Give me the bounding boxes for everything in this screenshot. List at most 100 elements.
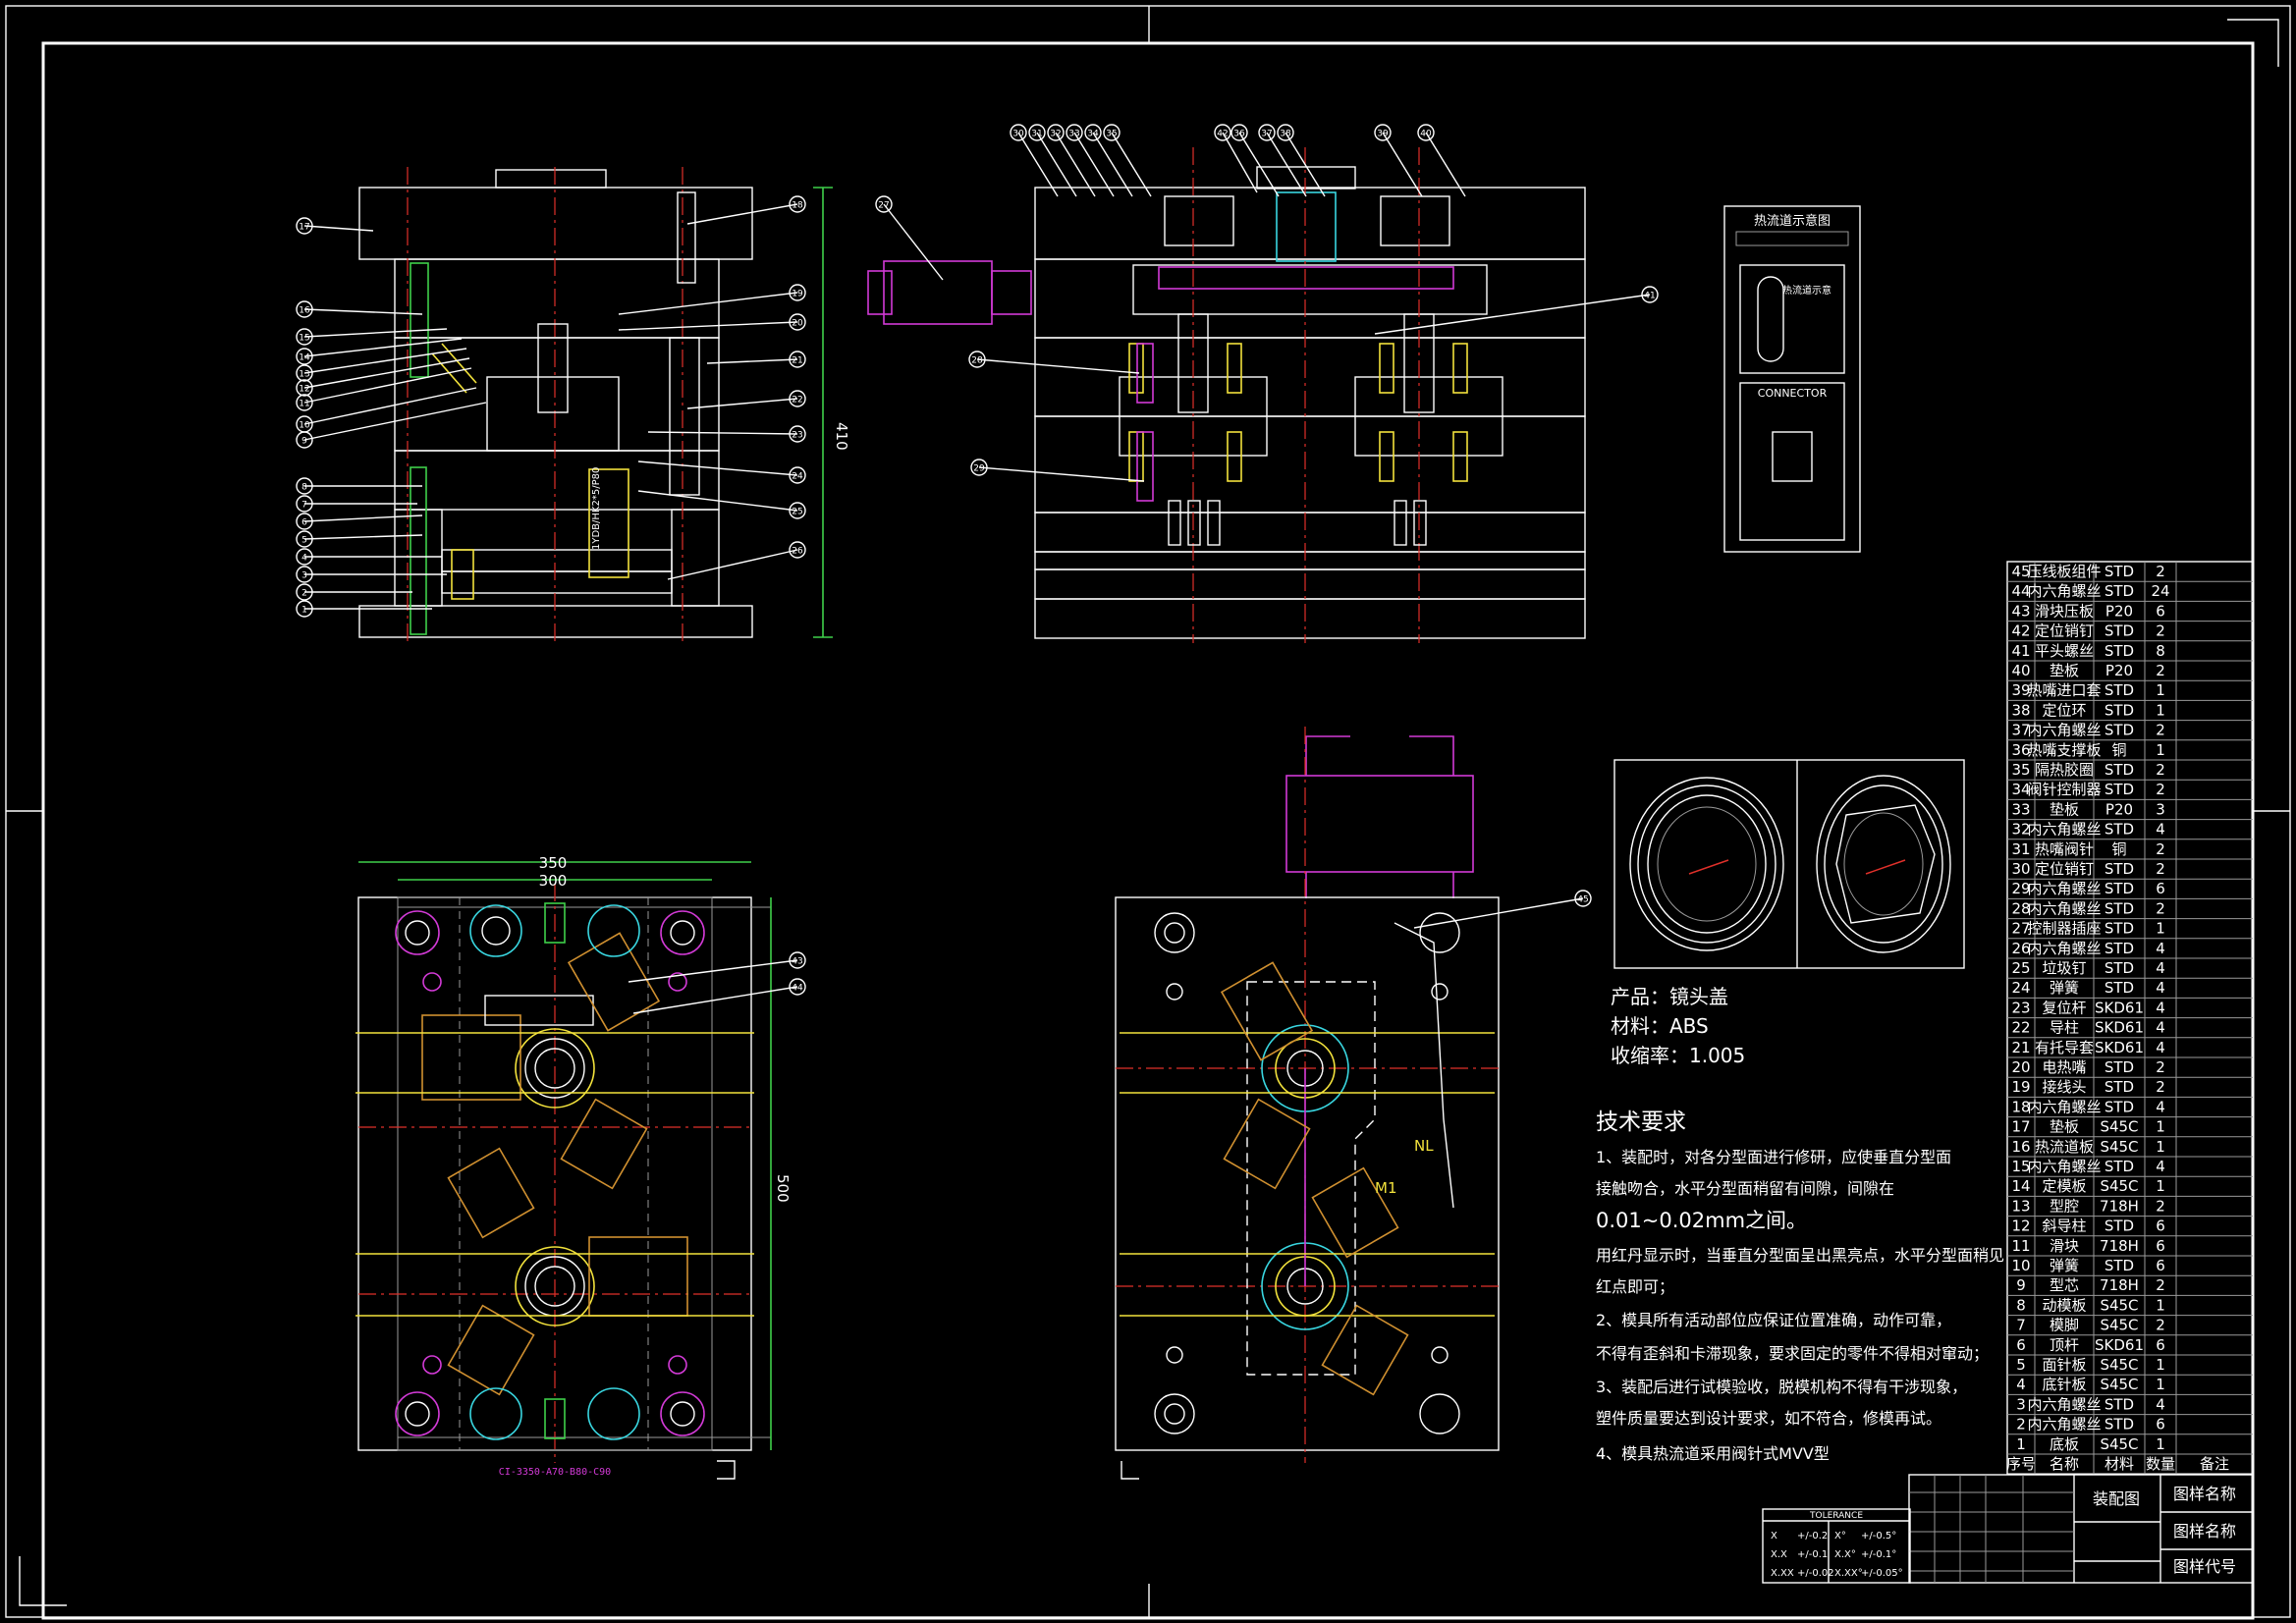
bom-cell: 滑块压板 (2035, 602, 2094, 620)
bom-cell: 26 (2011, 940, 2030, 957)
bom-cell: STD (2105, 1416, 2134, 1434)
bom-cell: STD (2105, 860, 2134, 878)
bom-cell: 6 (2156, 602, 2165, 620)
bom-cell: 内六角螺丝 (2027, 880, 2101, 897)
bom-cell: 33 (2011, 800, 2030, 818)
bom-cell: 1 (2156, 1118, 2165, 1136)
bom-cell: 底板 (2050, 1435, 2079, 1453)
bom-cell: 4 (2156, 1158, 2165, 1175)
product-material: 材料：ABS (1611, 1014, 1709, 1038)
bom-cell: 2 (2156, 840, 2165, 858)
tech-line: 用红丹显示时，当垂直分型面呈出黑亮点，水平分型面稍见 (1596, 1246, 2004, 1265)
balloon-number: 10 (299, 421, 310, 431)
balloon-circle (789, 978, 806, 996)
balloon-circle (1010, 124, 1027, 141)
bom-cell: 底针板 (2042, 1376, 2086, 1393)
bom-cell: 6 (2156, 1336, 2165, 1354)
bom-cell: 27 (2011, 920, 2030, 938)
bom-cell: P20 (2105, 800, 2133, 818)
tech-line: 3、装配后进行试模验收，脱模机构不得有干涉现象， (1596, 1378, 1967, 1396)
tolerance-cell: X.XX (1771, 1568, 1794, 1579)
bom-cell: 内六角螺丝 (2027, 1416, 2101, 1434)
bom-cell: 6 (2156, 1257, 2165, 1274)
balloon-number: 30 (1012, 130, 1024, 139)
balloon-circle (1258, 124, 1276, 141)
bom-cell: P20 (2105, 602, 2133, 620)
bom-cell: 2 (2156, 761, 2165, 779)
bom-cell: 定位销钉 (2035, 860, 2094, 878)
tolerance-title: TOLERANCE (1809, 1511, 1863, 1521)
balloon-circle (296, 431, 313, 449)
tolerance-cell: +/-0.02 (1797, 1568, 1834, 1579)
balloon-circle (296, 495, 313, 513)
bom-cell: 9 (2016, 1276, 2026, 1294)
bom-cell: 2 (2156, 662, 2165, 679)
bom-cell: 21 (2011, 1039, 2030, 1056)
bom-cell: SKD61 (2095, 1336, 2144, 1354)
bom-cell: STD (2105, 681, 2134, 699)
bom-cell: 4 (2156, 999, 2165, 1016)
balloon-number: 35 (1106, 130, 1117, 139)
bom-cell: S45C (2100, 1376, 2138, 1393)
balloon-number: 16 (299, 306, 310, 316)
bom-cell: 18 (2011, 1098, 2030, 1115)
bom-cell: 垫板 (2050, 1118, 2079, 1136)
balloon-number: 21 (792, 356, 802, 366)
bom-cell: 1 (2016, 1435, 2026, 1453)
balloon-circle (296, 583, 313, 601)
bom-cell: 滑块 (2050, 1237, 2079, 1255)
bom-cell: 弹簧 (2050, 979, 2079, 997)
balloons-left: 1716151413121110987654321181920212223242… (296, 195, 806, 618)
bom-cell: 4 (2156, 1019, 2165, 1037)
balloon-circle (296, 513, 313, 530)
bom-cell: 8 (2156, 642, 2165, 660)
bom-cell: 7 (2016, 1317, 2026, 1334)
hotrunner-inner-label: 热流道示意 (1782, 284, 1831, 297)
bom-cell: 3 (2156, 800, 2165, 818)
tolerance-cell: +/-0.5° (1861, 1531, 1896, 1542)
balloon-number: 5 (301, 536, 307, 546)
bom-cell: 30 (2011, 860, 2030, 878)
bom-cell: 5 (2016, 1356, 2026, 1374)
bom-cell: 1 (2156, 701, 2165, 719)
balloon-number: 43 (792, 957, 802, 967)
bom-cell: STD (2105, 563, 2134, 580)
title-block: 装配图 图样名称 图样名称 图样代号 (1908, 1474, 2254, 1584)
balloon-number: 32 (1050, 130, 1061, 139)
tech-line: 接触吻合，水平分型面稍留有间隙，间隙在 (1596, 1179, 1894, 1198)
bom-cell: S45C (2100, 1435, 2138, 1453)
balloon-circle (789, 541, 806, 559)
drawing-name-2: 图样名称 (2173, 1522, 2236, 1541)
balloon-circle (970, 459, 988, 476)
balloon-number: 45 (1577, 895, 1588, 905)
tech-line: 4、模具热流道采用阀针式MVV型 (1596, 1444, 1830, 1463)
balloon-number: 38 (1280, 130, 1291, 139)
balloon-number: 18 (792, 201, 803, 211)
bom-cell: 铜 (2111, 840, 2126, 858)
bom-cell: 铜 (2111, 741, 2126, 759)
bom-cell: 718H (2100, 1237, 2139, 1255)
balloon-circle (1103, 124, 1121, 141)
bom-cell: 型芯 (2050, 1276, 2079, 1294)
bom-cell: 1 (2156, 741, 2165, 759)
bom-cell: S45C (2100, 1296, 2138, 1314)
bom-cell: 垫板 (2050, 800, 2079, 818)
tolerance-cell: +/-0.1° (1861, 1549, 1896, 1560)
bom-cell: 15 (2011, 1158, 2030, 1175)
bom-cell: 4 (2156, 1395, 2165, 1413)
bom-cell: 6 (2156, 1217, 2165, 1235)
balloon-circle (1417, 124, 1435, 141)
connector-label: CONNECTOR (1758, 387, 1828, 400)
bom-header: 备注 (2200, 1455, 2229, 1473)
bom-cell: 电热嘴 (2042, 1058, 2086, 1076)
balloon-number: 17 (299, 223, 309, 233)
bom-cell: 热嘴阀针 (2035, 840, 2094, 858)
balloon-circle (1277, 124, 1294, 141)
bom-cell: 1 (2156, 681, 2165, 699)
bom-header: 名称 (2050, 1455, 2079, 1473)
bom-cell: STD (2105, 1395, 2134, 1413)
bom-cell: 12 (2011, 1217, 2030, 1235)
bom-cell: 8 (2016, 1296, 2026, 1314)
balloon-number: 26 (792, 547, 803, 557)
